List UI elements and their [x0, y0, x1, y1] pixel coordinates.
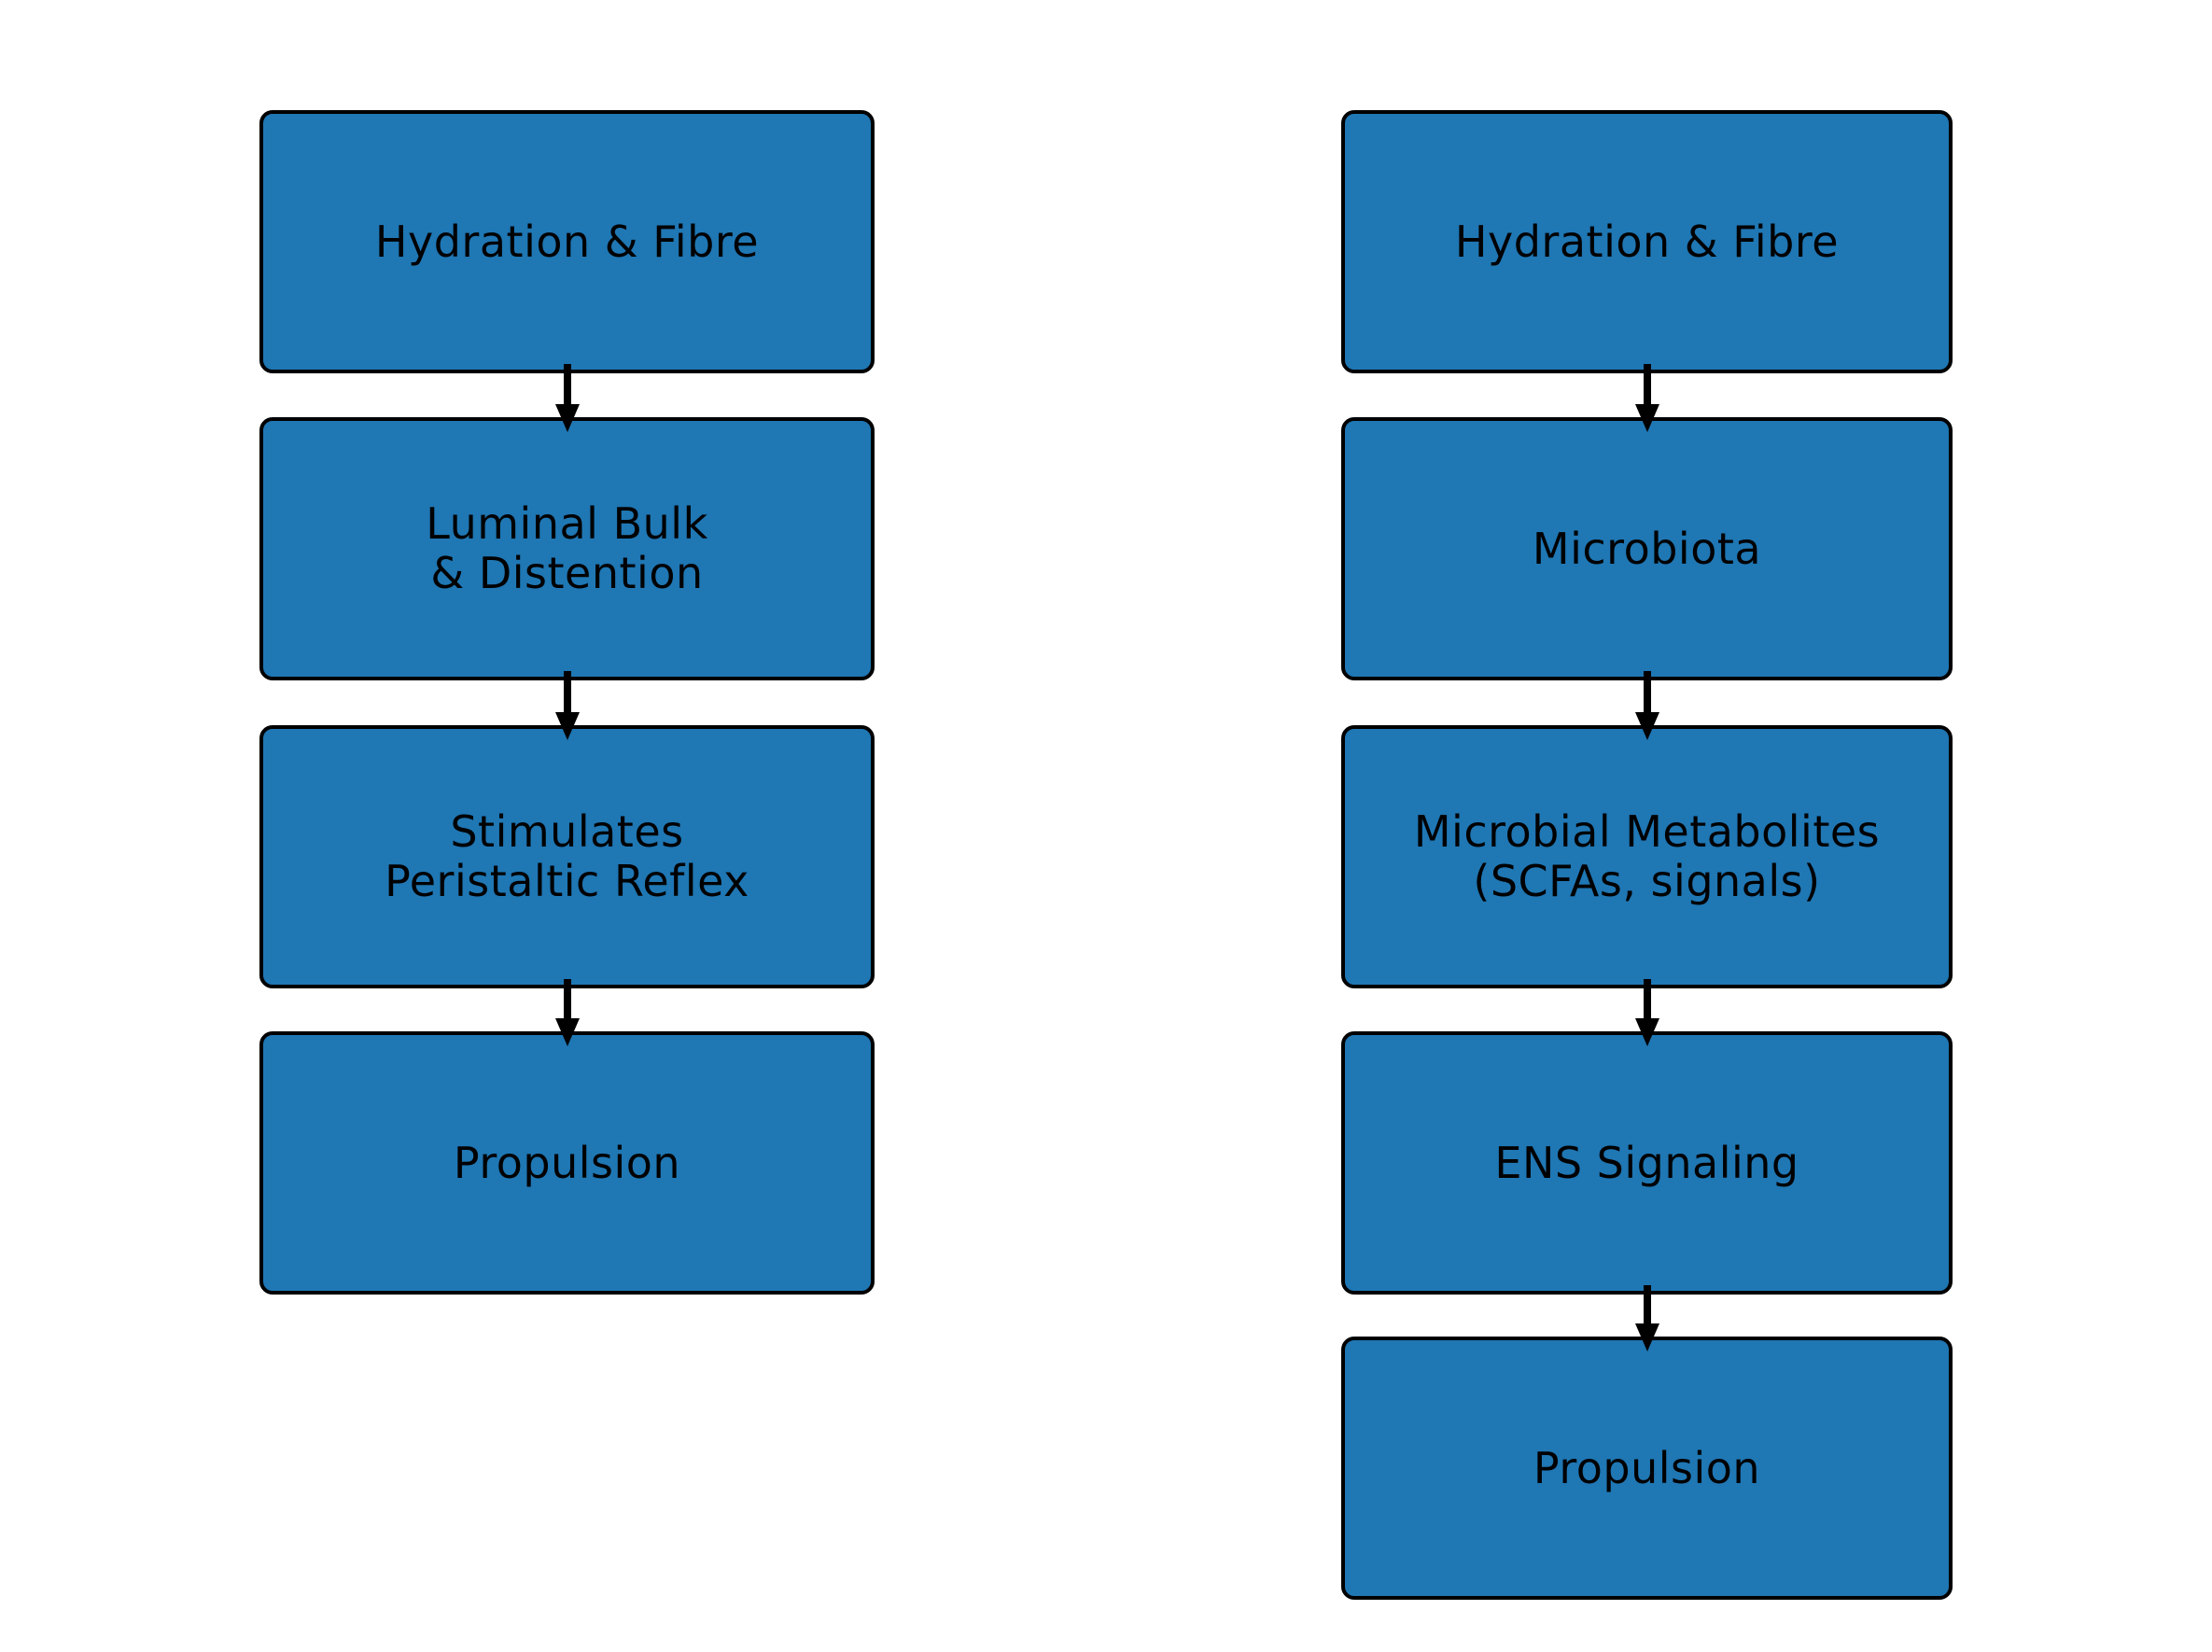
- flow-box-label: Propulsion: [1533, 1442, 1761, 1493]
- flow-box-label: Microbiota: [1532, 523, 1762, 574]
- flow-box-label: ENS Signaling: [1494, 1137, 1799, 1188]
- flow-box-label: Stimulates Peristaltic Reflex: [385, 806, 749, 906]
- flow-box-right-1: Microbiota: [1341, 417, 1953, 680]
- flow-box-right-0: Hydration & Fibre: [1341, 110, 1953, 373]
- flow-box-label: Microbial Metabolites (SCFAs, signals): [1413, 806, 1881, 906]
- flow-box-left-1: Luminal Bulk & Distention: [259, 417, 875, 680]
- flow-box-left-0: Hydration & Fibre: [259, 110, 875, 373]
- flow-box-label: Hydration & Fibre: [1454, 216, 1840, 267]
- flow-box-label: Propulsion: [453, 1137, 681, 1188]
- flow-box-right-2: Microbial Metabolites (SCFAs, signals): [1341, 725, 1953, 988]
- flow-box-left-2: Stimulates Peristaltic Reflex: [259, 725, 875, 988]
- flow-box-right-3: ENS Signaling: [1341, 1031, 1953, 1295]
- flow-box-right-4: Propulsion: [1341, 1337, 1953, 1600]
- flow-box-label: Hydration & Fibre: [374, 216, 760, 267]
- flow-box-label: Luminal Bulk & Distention: [426, 498, 708, 598]
- flow-box-left-3: Propulsion: [259, 1031, 875, 1295]
